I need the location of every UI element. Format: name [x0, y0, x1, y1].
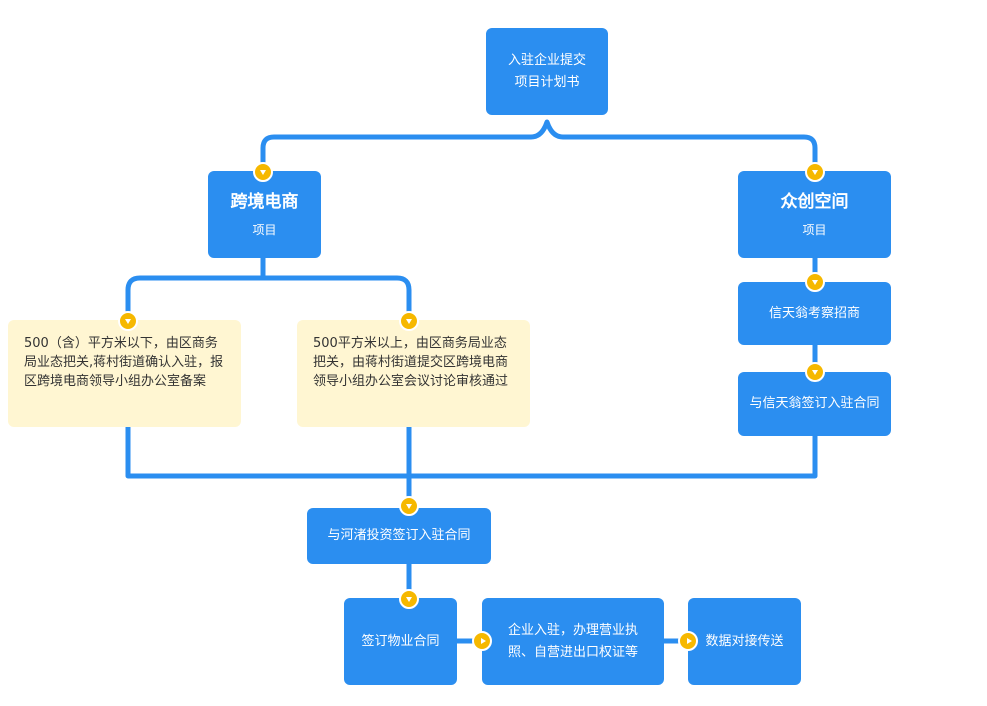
inspect-node: 信天翁考察招商 — [738, 282, 891, 345]
merge-connector — [125, 423, 818, 511]
license-node: 企业入驻，办理营业执照、自营进出口权证等 — [482, 598, 664, 685]
down-arrow-icon — [399, 589, 419, 609]
data-transfer-node: 数据对接传送 — [688, 598, 801, 685]
submit-plan-line2: 项目计划书 — [514, 74, 580, 90]
large-area-note: 500平方米以上，由区商务局业态把关，由蒋村街道提交区跨境电商领导小组办公室会议… — [297, 320, 530, 427]
down-arrow-icon — [253, 162, 273, 182]
down-arrow-icon — [805, 362, 825, 382]
down-arrow-icon — [118, 311, 138, 331]
down-arrow-icon — [805, 272, 825, 292]
large-area-text: 500平方米以上，由区商务局业态把关，由蒋村街道提交区跨境电商领导小组办公室会议… — [313, 336, 509, 389]
space-node: 众创空间 项目 — [738, 171, 891, 258]
xtw-contract-text: 与信天翁签订入驻合同 — [749, 396, 880, 411]
down-arrow-icon — [805, 162, 825, 182]
right-arrow-icon — [472, 631, 492, 651]
right-arrow-icon — [678, 631, 698, 651]
submit-plan-line1: 入驻企业提交 — [507, 52, 586, 68]
property-contract-text: 签订物业合同 — [361, 633, 440, 649]
crossborder-node: 跨境电商 项目 — [208, 171, 321, 258]
data-transfer-text: 数据对接传送 — [705, 633, 784, 649]
xtw-contract-node: 与信天翁签订入驻合同 — [738, 372, 891, 436]
crossborder-split-connector — [125, 255, 412, 323]
hezhu-contract-node: 与河渚投资签订入驻合同 — [307, 508, 491, 564]
property-contract-node: 签订物业合同 — [344, 598, 457, 685]
submit-plan-node: 入驻企业提交 项目计划书 — [486, 28, 608, 115]
crossborder-title: 跨境电商 — [230, 191, 299, 212]
space-title: 众创空间 — [780, 191, 849, 212]
top-brace-connector — [260, 119, 818, 175]
crossborder-sub: 项目 — [252, 222, 277, 237]
down-arrow-icon — [399, 496, 419, 516]
space-sub: 项目 — [802, 222, 827, 237]
down-arrow-icon — [399, 311, 419, 331]
hezhu-contract-text: 与河渚投资签订入驻合同 — [327, 528, 471, 543]
license-text: 企业入驻，办理营业执照、自营进出口权证等 — [507, 622, 638, 660]
small-area-text: 500（含）平方米以下，由区商务局业态把关,蒋村街道确认入驻，报区跨境电商领导小… — [24, 336, 224, 389]
small-area-note: 500（含）平方米以下，由区商务局业态把关,蒋村街道确认入驻，报区跨境电商领导小… — [8, 320, 241, 427]
inspect-text: 信天翁考察招商 — [768, 305, 860, 321]
